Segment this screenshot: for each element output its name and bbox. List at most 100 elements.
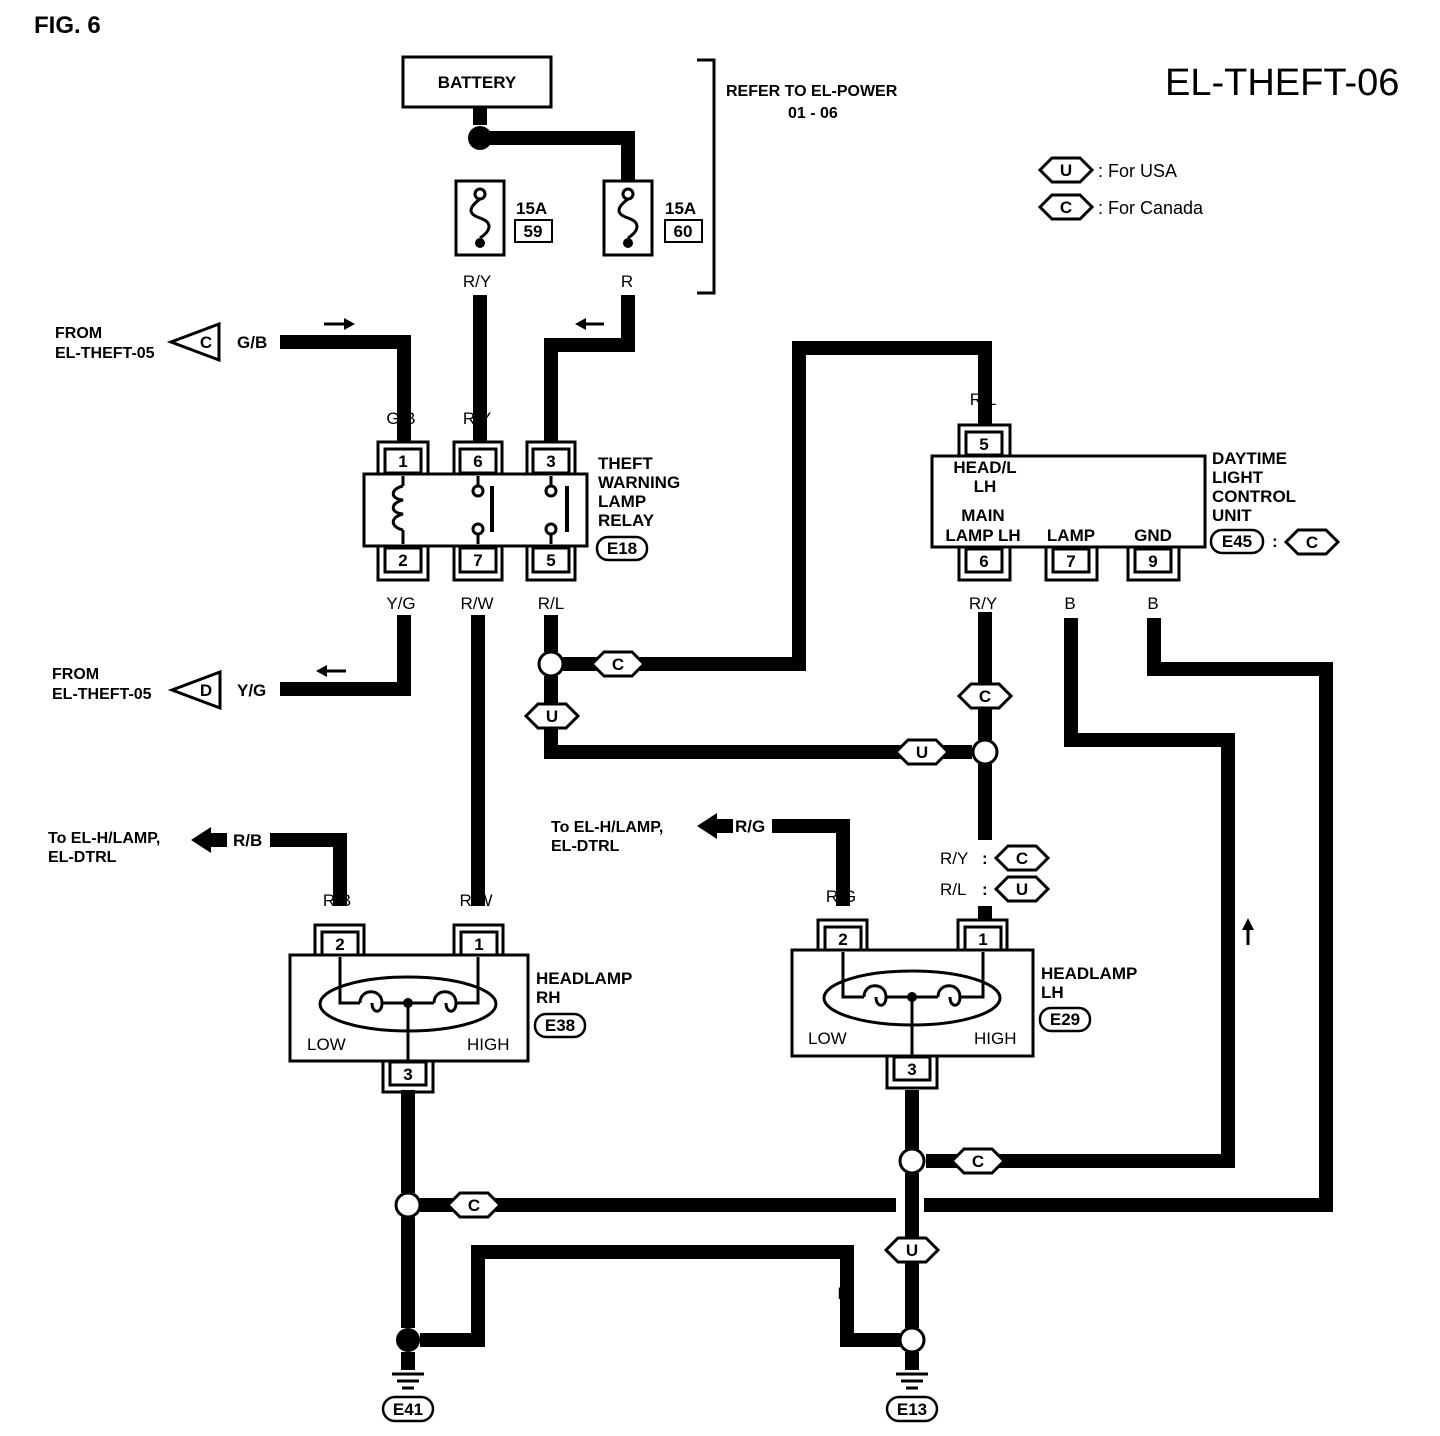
hl-lh-pin1-variant-2-market: U — [1016, 880, 1028, 899]
ground-e13: E13 — [885, 1372, 939, 1423]
hl-lh-pin1-variant-2-wire: R/L — [940, 880, 966, 899]
hl-rh-wire-b: B — [401, 1109, 412, 1128]
to-ref-rg: To EL-H/LAMP, EL-DTRL R/G — [551, 813, 765, 855]
tag-mid-u: U — [916, 743, 928, 762]
tag-lh-c: C — [972, 1152, 984, 1171]
hl-rh-pin-2: 2 — [335, 935, 344, 954]
relay-label-2: WARNING — [598, 473, 680, 492]
relay-connector: E18 — [607, 539, 637, 558]
tag-lh-u: U — [906, 1241, 918, 1260]
legend-u-letter: U — [1060, 161, 1072, 180]
ground-wire-2: B — [472, 1284, 483, 1303]
dtcu-ry-splice — [971, 738, 999, 766]
dtcu-func-headl: HEAD/L — [953, 458, 1016, 477]
dtcu-func-gnd: GND — [1134, 526, 1172, 545]
relay-wire-gb: G/B — [386, 409, 415, 428]
dtcu-label-2: LIGHT — [1212, 468, 1264, 487]
dtcu-label-4: UNIT — [1212, 506, 1252, 525]
legend-usa: U : For USA — [1037, 156, 1177, 184]
flow-arrows — [316, 318, 1254, 945]
relay-label-1: THEFT — [598, 454, 653, 473]
hl-rh-label-1: HEADLAMP — [536, 969, 632, 988]
relay-rl-splice — [537, 650, 565, 678]
from-ref-yg-wire: Y/G — [237, 681, 266, 700]
market-tags: C U C U C C U — [445, 650, 1014, 1264]
dtcu-wire-ry: R/Y — [969, 594, 997, 613]
tag-dtcu-c: C — [979, 687, 991, 706]
hl-lh-pin-3: 3 — [907, 1060, 916, 1079]
hl-lh-pin1-variant-1-wire: R/Y — [940, 849, 968, 868]
from-ref-gb-connector: C — [200, 333, 212, 352]
tag-relay-c: C — [612, 655, 624, 674]
from-ref-yg-connector: D — [200, 681, 212, 700]
hl-lh-wire-b: B — [906, 1103, 917, 1122]
dtcu-func-lamplh: LAMP LH — [945, 526, 1020, 545]
ground-e41-label: E41 — [393, 1400, 423, 1419]
hl-rh-high: HIGH — [467, 1035, 510, 1054]
to-ref-rb-line2: EL-DTRL — [48, 849, 117, 866]
ground-wire-4: B — [906, 1284, 917, 1303]
dtcu-pin-6: 6 — [979, 552, 988, 571]
hl-lh-pin-1: 1 — [978, 930, 987, 949]
to-ref-rg-line2: EL-DTRL — [551, 838, 620, 855]
ground-wire-1: B — [401, 1284, 412, 1303]
hl-lh-pin1-variant-1-sep: : — [982, 849, 988, 868]
relay-label-4: RELAY — [598, 511, 655, 530]
ground-e41: E41 — [381, 1372, 435, 1423]
legend-c-letter: C — [1060, 198, 1072, 217]
relay-label-3: LAMP — [598, 492, 646, 511]
relay-pin-1: 1 — [398, 452, 407, 471]
to-ref-rg-wire: R/G — [735, 817, 765, 836]
legend-c-text: : For Canada — [1098, 198, 1204, 218]
from-ref-yg-line1: FROM — [52, 666, 99, 683]
headlamp-rh: R/B R/W 2 1 LOW HIGH 3 B HEADLAMP RH E38 — [288, 891, 632, 1128]
to-ref-rg-line1: To EL-H/LAMP, — [551, 819, 663, 836]
hl-rh-low: LOW — [307, 1035, 346, 1054]
splices — [394, 650, 999, 1354]
hl-lh-connector: E29 — [1050, 1010, 1080, 1029]
rh-ground-splice — [394, 1191, 422, 1219]
dtcu-connector: E45 — [1222, 532, 1252, 551]
diagram-title: EL-THEFT-06 — [1165, 62, 1399, 104]
battery-label: BATTERY — [438, 73, 517, 92]
theft-warning-lamp-relay: G/B R/Y R 1 6 3 2 — [362, 409, 680, 613]
e13-ground-splice — [898, 1326, 926, 1354]
from-ref-gb: FROM EL-THEFT-05 C G/B — [55, 321, 267, 363]
fuse-60-wire: R — [621, 272, 633, 291]
ground-wire-3: B — [837, 1284, 848, 1303]
hl-rh-pin-3: 3 — [403, 1065, 412, 1084]
dtcu-func-lh: LH — [974, 477, 997, 496]
from-ref-yg: FROM EL-THEFT-05 D Y/G — [52, 666, 266, 711]
relay-pin-3: 3 — [546, 452, 555, 471]
fuse-59-number: 59 — [524, 222, 543, 241]
from-ref-gb-wire: G/B — [237, 333, 267, 352]
refer-text: REFER TO EL-POWER — [726, 83, 898, 100]
fuse-60: 15A 60 R — [602, 179, 703, 291]
hl-rh-pin-1: 1 — [474, 935, 483, 954]
dtcu-func-main: MAIN — [961, 506, 1004, 525]
dtcu-wire-b-lamp: B — [1064, 594, 1075, 613]
fuse-60-rating: 15A — [665, 199, 696, 218]
hl-lh-pin1-variant-2-sep: : — [982, 880, 988, 899]
from-ref-gb-line1: FROM — [55, 325, 102, 342]
hl-lh-wire-rg: R/G — [826, 887, 856, 906]
dtcu-label-1: DAYTIME — [1212, 449, 1287, 468]
legend-u-text: : For USA — [1098, 161, 1177, 181]
to-ref-rb-wire: R/B — [233, 831, 262, 850]
relay-wire-rw: R/W — [460, 594, 493, 613]
relay-pin-7: 7 — [473, 551, 482, 570]
hl-lh-low: LOW — [808, 1029, 847, 1048]
relay-pin-6: 6 — [473, 452, 482, 471]
dtcu-pin-9: 9 — [1148, 552, 1157, 571]
dtcu-pin-7: 7 — [1066, 552, 1075, 571]
refer-bracket — [697, 58, 716, 295]
hl-lh-high: HIGH — [974, 1029, 1017, 1048]
figure-number: FIG. 6 — [34, 12, 101, 39]
dtcu-wire-rl: R/L — [970, 390, 996, 409]
e41-ground-splice — [396, 1328, 420, 1352]
dtcu-pin-5: 5 — [979, 435, 988, 454]
relay-wire-ry: R/Y — [463, 409, 491, 428]
battery: BATTERY — [401, 55, 553, 109]
lh-ground-splice — [898, 1147, 926, 1175]
